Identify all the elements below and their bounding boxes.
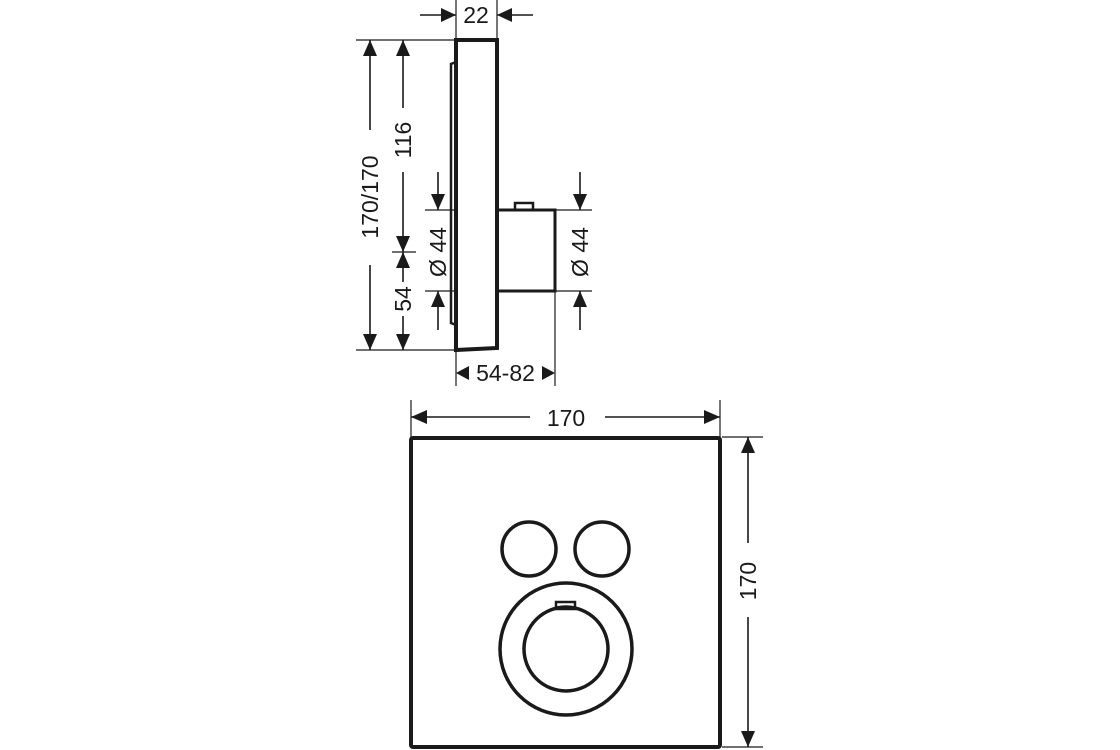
knob-marker	[554, 600, 577, 611]
dim-22-label: 22	[463, 2, 489, 28]
dim-170-170-label: 170/170	[357, 155, 383, 238]
button-left	[500, 520, 558, 578]
dim-width-label: 170	[547, 405, 585, 431]
body-nub	[513, 201, 535, 212]
dim-diameter-right: Ø 44	[555, 172, 593, 330]
dim-54-label: 54	[390, 286, 416, 312]
dim-height-label: 170	[735, 562, 761, 600]
side-view: 22 170/170 116 54	[356, 0, 593, 386]
dim-22: 22	[420, 0, 533, 40]
cover-plate-side	[454, 38, 499, 353]
dim-width-170: 170	[410, 400, 721, 438]
dim-54: 54	[390, 252, 416, 350]
dim-54-82-label: 54-82	[476, 360, 535, 386]
dim-diameter-left-label: Ø 44	[425, 227, 451, 277]
thermostat-ring	[498, 581, 634, 717]
thermostat-body	[497, 208, 557, 293]
dim-116: 116	[390, 40, 416, 252]
cover-plate-front	[409, 436, 722, 749]
button-right	[573, 520, 631, 578]
dim-diameter-right-label: Ø 44	[567, 227, 593, 277]
dim-54-82: 54-82	[455, 291, 556, 386]
front-view: 170 170	[409, 400, 763, 749]
dim-116-label: 116	[390, 122, 416, 159]
plate-back-edge	[449, 60, 457, 327]
thermostat-knob	[522, 605, 610, 693]
dim-170-170: 170/170	[357, 40, 383, 350]
dim-diameter-left: Ø 44	[425, 172, 456, 330]
dim-height-170: 170	[722, 436, 763, 748]
